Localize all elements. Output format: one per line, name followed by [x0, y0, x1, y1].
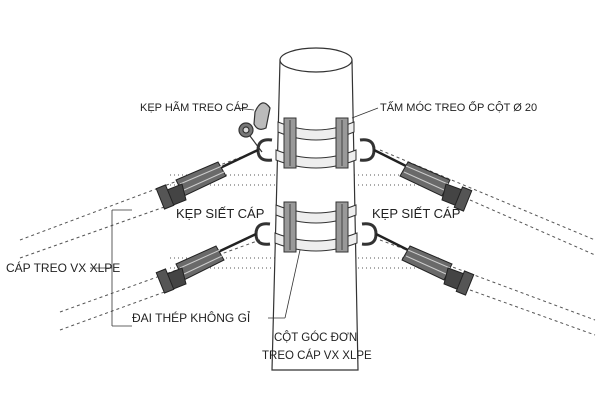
tension-clamp-lower-right [375, 232, 475, 296]
suspension-clamp [238, 102, 271, 153]
leader-lines [90, 107, 379, 327]
label-clamp-top: KẸP HÃM TREO CÁP [140, 101, 248, 114]
tension-clamp-upper-left [155, 148, 259, 210]
label-tension-clamp-left: KẸP SIẾT CÁP [176, 206, 264, 221]
hook-plate-upper-right [359, 138, 376, 162]
label-cable: CÁP TREO VX XLPE [6, 260, 120, 275]
lower-steel-band [274, 201, 358, 253]
tension-clamp-lower-left [155, 232, 257, 294]
tension-clamp-upper-right [373, 148, 473, 212]
caption-line-1: CỘT GÓC ĐƠN [274, 331, 357, 344]
label-hook-plate: TẤM MÓC TREO ỐP CỘT Ø 20 [380, 100, 537, 114]
caption-line-2: TREO CÁP VX XLPE [262, 349, 372, 362]
upper-steel-band [275, 117, 357, 169]
label-tension-clamp-right: KẸP SIẾT CÁP [372, 206, 460, 221]
label-steel-band: ĐAI THÉP KHÔNG GỈ [132, 310, 251, 325]
hook-plate-lower-right [361, 222, 378, 246]
hook-plate-lower-left [254, 222, 271, 246]
